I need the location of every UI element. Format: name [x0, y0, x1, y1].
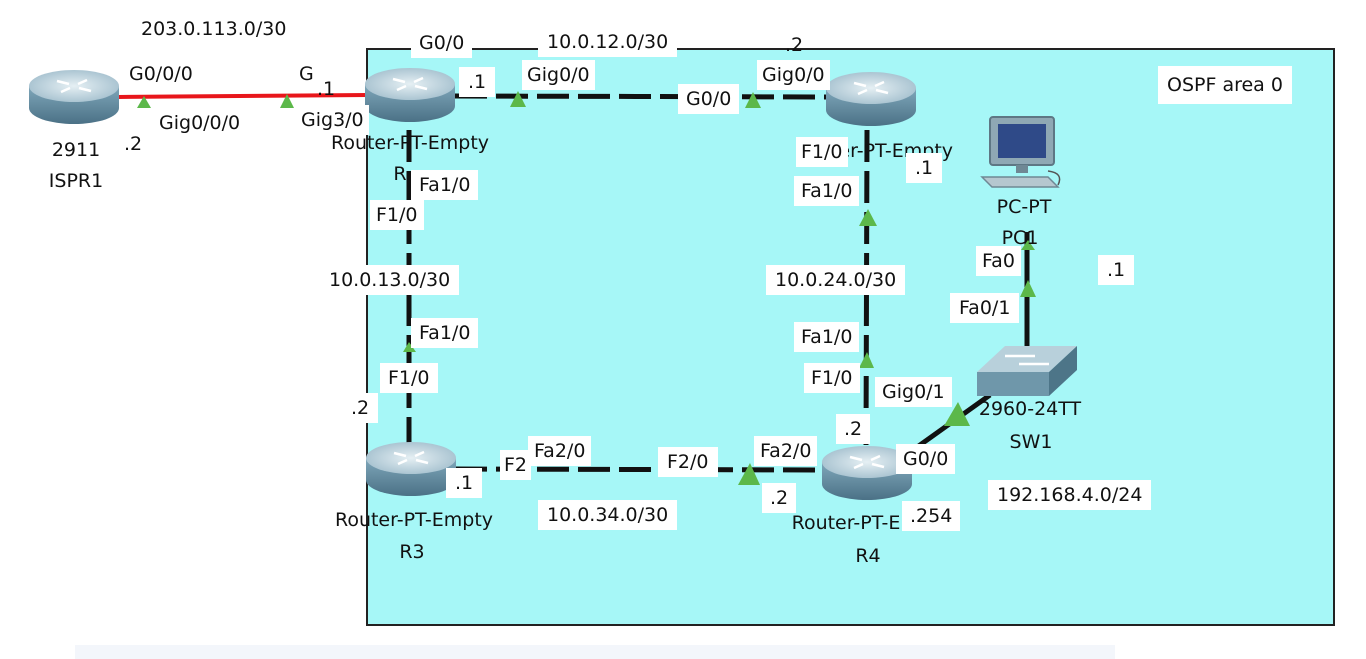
router-icon[interactable]	[27, 68, 121, 128]
r1-gig30-label: Gig3/0	[296, 105, 369, 135]
r3-f2-label: F2	[500, 450, 532, 480]
r3-fa20-label: Fa2/0	[528, 436, 592, 466]
up-marker	[280, 94, 294, 108]
r4-fa20-label: Fa2/0	[754, 436, 818, 466]
up-marker	[745, 92, 761, 108]
router-icon[interactable]	[820, 444, 914, 504]
r4-name: R4	[855, 545, 881, 567]
r3-f10-label: F1/0	[380, 363, 438, 393]
up-marker	[859, 352, 874, 368]
net-13-label: 10.0.13.0/30	[320, 265, 460, 295]
link-r2-r4	[863, 129, 870, 446]
ispr1-model: 2911	[51, 139, 101, 161]
up-marker	[1021, 240, 1035, 250]
net-34-label: 10.0.34.0/30	[538, 500, 678, 530]
r2-dot2-label: .2	[785, 34, 804, 56]
r1-fa10-label: Fa1/0	[411, 170, 479, 200]
r4-dot2b-label: .2	[762, 483, 797, 513]
sw1-name: SW1	[1009, 431, 1053, 453]
link-r1-r2	[454, 93, 833, 100]
r2-dot1-label: .1	[906, 153, 943, 183]
router-icon[interactable]	[824, 70, 918, 130]
up-marker	[1020, 280, 1036, 297]
up-marker	[510, 91, 526, 107]
r4-fa10-label: Fa1/0	[794, 322, 860, 352]
r4-dot254-label: .254	[902, 501, 961, 531]
r1-g-label: G	[294, 59, 319, 89]
bottom-strip	[75, 645, 1115, 659]
r2-fa10-label: Fa1/0	[794, 176, 860, 206]
r2-f10-label: F1/0	[796, 137, 848, 167]
pc-icon[interactable]	[978, 115, 1070, 195]
r1-dot1-wan-label: .1	[317, 78, 336, 100]
sw1-model: 2960-24TT	[978, 398, 1082, 420]
r4-f10-label: F1/0	[804, 363, 860, 393]
r1-name: R	[393, 163, 407, 185]
switch-icon[interactable]	[975, 344, 1079, 400]
r3-name: R3	[399, 541, 425, 563]
up-marker	[738, 463, 760, 485]
r3-model: Router-PT-Empty	[334, 509, 494, 531]
ispr1-name: ISPR1	[48, 170, 104, 192]
r4-model: Router-PT-E	[791, 512, 901, 534]
router-icon[interactable]	[364, 440, 458, 500]
r4-g00-label: G0/0	[896, 444, 956, 474]
r3-dot1-label: .1	[446, 468, 483, 498]
isp-dot2-label: .2	[118, 129, 149, 159]
r1-dot1-12-label: .1	[459, 67, 496, 97]
pc1-name: PC1	[1001, 227, 1039, 249]
link-ispr1-r1	[117, 93, 369, 99]
r3-dot2-label: .2	[342, 393, 379, 423]
r1-f10-label: F1/0	[370, 200, 424, 230]
r1-gig00-label: Gig0/0	[522, 60, 595, 90]
r3-fa10-label: Fa1/0	[411, 318, 479, 348]
isp-gig000-label: Gig0/0/0	[154, 108, 246, 138]
isp-g000-label: G0/0/0	[124, 59, 198, 89]
up-marker	[859, 209, 877, 226]
r1-g00-label: G0/0	[411, 28, 473, 58]
pc-dot1-label: .1	[1098, 255, 1135, 285]
sw-gig01-label: Gig0/1	[875, 377, 952, 407]
sw-fa01-label: Fa0/1	[950, 293, 1020, 323]
net-24-label: 10.0.24.0/30	[766, 265, 906, 295]
pc-fa0-label: Fa0	[976, 246, 1021, 276]
pc1-model: PC-PT	[996, 196, 1052, 218]
r2-g00-label: G0/0	[678, 84, 740, 114]
up-marker	[403, 342, 416, 352]
net-lan-label: 192.168.4.0/24	[988, 480, 1152, 510]
area-label: OSPF area 0	[1158, 66, 1292, 104]
r4-dot2-label: .2	[836, 414, 871, 444]
net-wan-label: 203.0.113.0/30	[132, 14, 296, 44]
r4-f20-label: F2/0	[658, 447, 718, 477]
up-marker	[137, 96, 151, 108]
r1-model: Router-PT-Empty	[330, 132, 490, 154]
r2-gig00-label: Gig0/0	[757, 60, 830, 90]
up-marker	[944, 402, 970, 426]
net-12-label: 10.0.12.0/30	[538, 27, 678, 57]
router-icon[interactable]	[363, 66, 457, 126]
